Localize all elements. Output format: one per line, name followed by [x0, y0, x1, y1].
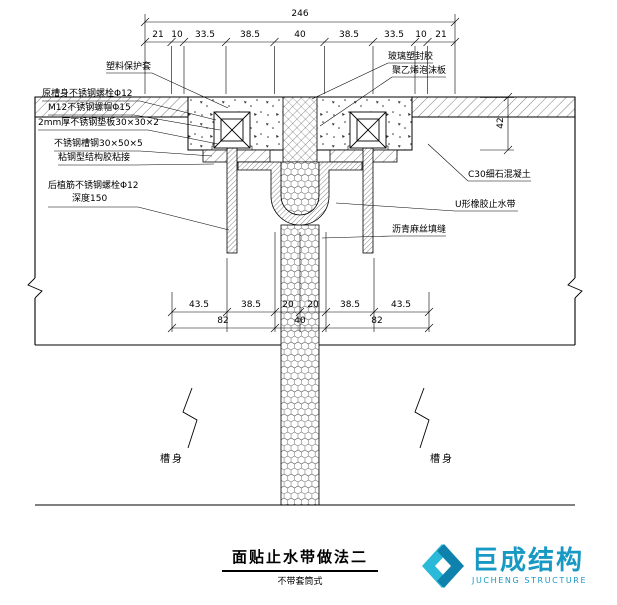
bolt-box-right	[349, 111, 387, 149]
dim-top-4: 40	[294, 30, 306, 40]
label-pe-foam-board: 聚乙烯泡沫板	[392, 66, 447, 76]
break-line-left	[27, 277, 43, 299]
original-concrete-right	[411, 96, 576, 118]
break-mark-lower-right	[414, 387, 430, 449]
dim-mid-upper-4: 38.5	[339, 300, 361, 310]
dim-top-7: 10	[415, 30, 427, 40]
break-mark-lower-left	[182, 387, 198, 449]
dim-top-3: 38.5	[239, 30, 261, 40]
label-structural-adhesive: 粘钢型结构胶粘接	[58, 153, 131, 163]
foam-board-upper	[280, 161, 320, 216]
dim-depth: 42	[496, 117, 506, 129]
label-sealant: 玻璃塑封胶	[388, 52, 434, 62]
dim-mid-upper-5: 43.5	[390, 300, 412, 310]
anchor-bolt-right	[362, 147, 374, 254]
dim-mid-lower-0: 82	[217, 316, 229, 326]
dim-top-0: 21	[152, 30, 164, 40]
logo-name-en: JUCHENG STRUCTURE	[472, 576, 588, 585]
dim-top-6: 33.5	[383, 30, 405, 40]
label-c30-concrete: C30细石混凝土	[468, 170, 531, 180]
label-bolt-depth: 深度150	[72, 194, 108, 204]
label-plastic-protective-sleeve: 塑料保护套	[106, 62, 152, 72]
dim-mid-upper-1: 38.5	[240, 300, 262, 310]
break-line-right	[567, 277, 583, 299]
drawing-title: 面贴止水带做法二	[221, 546, 379, 572]
label-stainless-nut: M12不锈钢螺帽Φ15	[48, 103, 131, 113]
dim-total-width: 246	[291, 9, 309, 19]
drawing-subtitle: 不带套筒式	[277, 577, 323, 587]
label-trough-body-left: 槽身	[160, 454, 184, 465]
label-original-stainless-bolt: 原槽身不锈钢螺栓Φ12	[42, 89, 133, 99]
label-asphalt-caulking: 沥青麻丝填缝	[392, 225, 447, 235]
dim-top-2: 33.5	[194, 30, 216, 40]
label-post-installed-bolt: 后植筋不锈钢螺栓Φ12	[48, 181, 139, 191]
logo-mark	[422, 544, 464, 588]
dim-mid-upper-2: 20	[282, 300, 294, 310]
sealant-block	[282, 96, 318, 163]
anchor-bolt-left	[226, 147, 238, 254]
dimension-lines	[140, 14, 514, 333]
label-u-waterstop: U形橡胶止水带	[455, 200, 516, 210]
logo-name-cn: 巨成结构	[472, 546, 585, 576]
dim-top-5: 38.5	[338, 30, 360, 40]
dim-mid-lower-1: 40	[294, 316, 306, 326]
dim-top-1: 10	[171, 30, 183, 40]
u-waterstop	[237, 161, 363, 226]
label-backing-plate: 2mm厚不锈钢垫板30×30×2	[38, 118, 159, 128]
bolt-box-left	[213, 111, 251, 149]
dim-mid-lower-2: 82	[371, 316, 383, 326]
leader-lines	[38, 62, 531, 239]
label-channel-steel: 不锈钢槽钢30×50×5	[54, 139, 143, 149]
label-trough-body-right: 槽身	[430, 454, 454, 465]
dim-mid-upper-3: 20	[307, 300, 319, 310]
dim-mid-upper-0: 43.5	[188, 300, 210, 310]
section-outline	[34, 96, 576, 506]
company-logo: 巨成结构 JUCHENG STRUCTURE	[420, 541, 587, 591]
logo-text: 巨成结构 JUCHENG STRUCTURE	[472, 546, 587, 586]
dim-top-8: 21	[435, 30, 447, 40]
